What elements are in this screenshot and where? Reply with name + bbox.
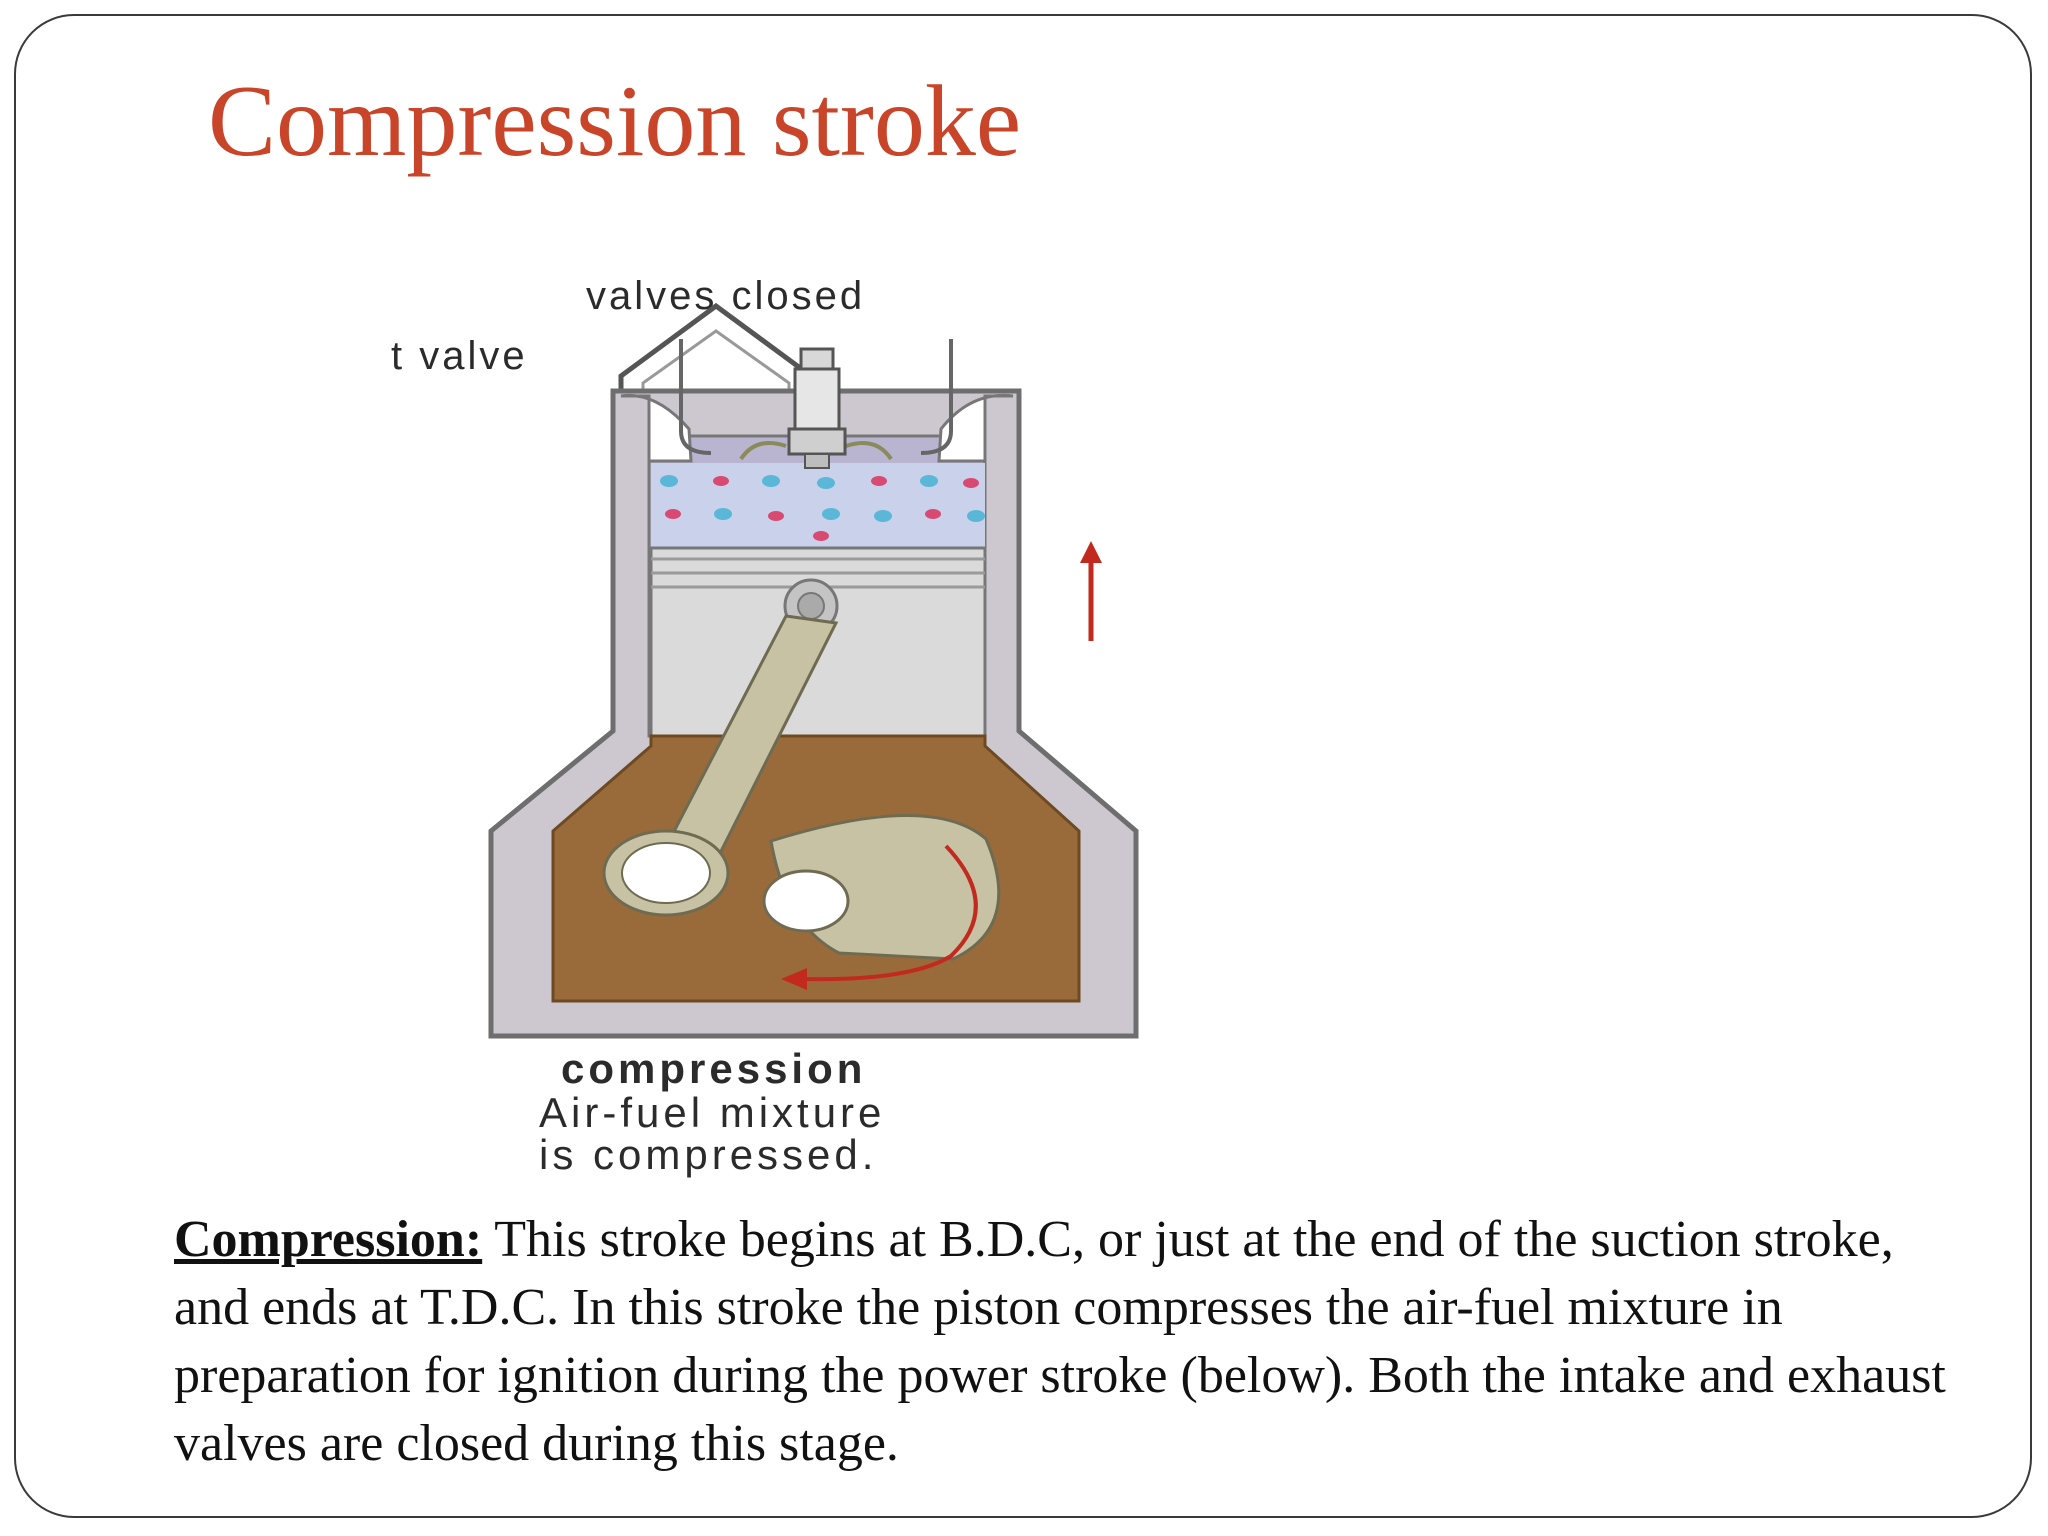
air-fuel-mixture [660, 475, 985, 541]
exhaust-port [937, 393, 1014, 463]
engine-diagram-svg: valves closed t valve [391, 274, 1139, 1178]
intake-port [620, 393, 693, 463]
upward-arrow-icon [1080, 541, 1102, 641]
exhaust-valve [920, 339, 953, 455]
rotation-arrow-icon [781, 844, 978, 990]
caption-line-1: Air-fuel mixture [539, 1089, 885, 1136]
valve-partial-label: t valve [391, 334, 528, 378]
slide-title: Compression stroke [208, 65, 1022, 178]
caption-line-2: is compressed. [539, 1131, 877, 1178]
intake-valve [679, 339, 712, 455]
engine-diagram: valves closed t valve [211, 191, 1261, 1191]
crank-pin [602, 829, 730, 917]
caption-title: compression [561, 1045, 866, 1092]
term-compression: Compression: [174, 1211, 483, 1268]
spark-plug [787, 347, 847, 469]
description-paragraph: Compression: This stroke begins at B.D.C… [174, 1206, 1964, 1478]
description-text: This stroke begins at B.D.C, or just at … [174, 1211, 1946, 1472]
slide-frame: Compression stroke valves closed t valve [14, 14, 2032, 1518]
crankshaft [762, 869, 850, 933]
